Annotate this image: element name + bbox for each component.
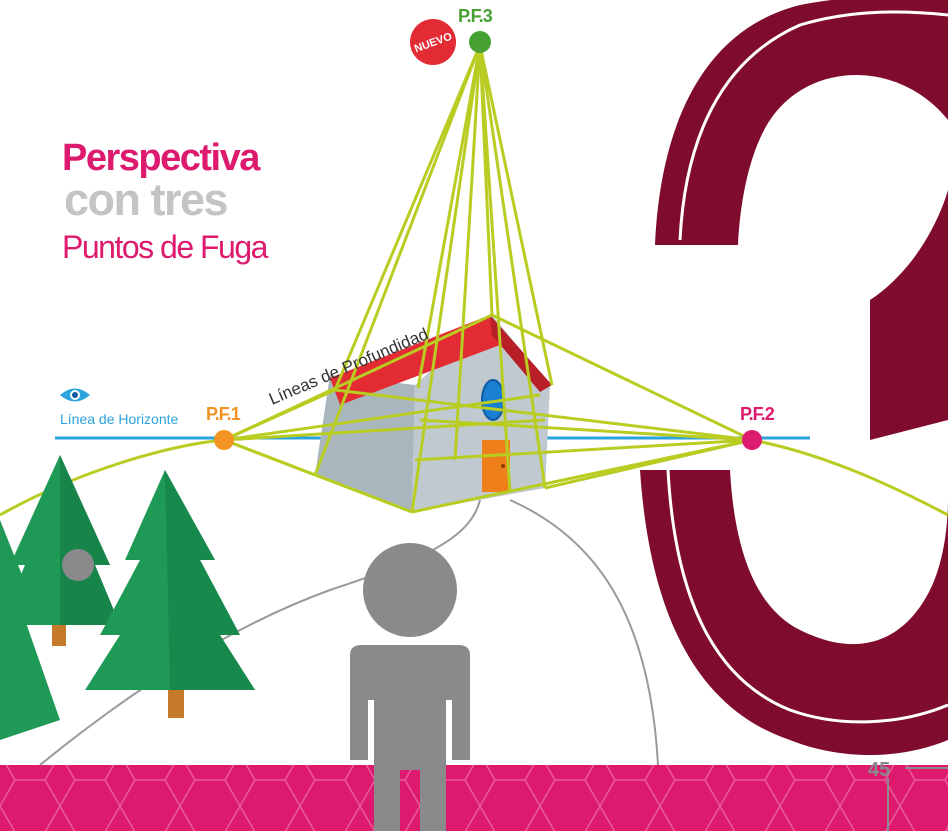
pf2-point	[742, 430, 762, 450]
eye-icon	[60, 388, 90, 402]
house	[315, 315, 552, 512]
title-line2: con tres	[64, 174, 228, 225]
tree-left-front	[0, 520, 60, 740]
page-number: 45	[868, 759, 890, 781]
path-lines	[39, 499, 659, 766]
pf1-point	[214, 430, 234, 450]
depth-lines	[223, 44, 753, 514]
door	[482, 440, 510, 492]
tree-hole	[62, 549, 94, 581]
page-number-block: 45	[868, 759, 948, 831]
pf3-point	[469, 31, 491, 53]
person-silhouette	[350, 543, 470, 831]
pf2-label: P.F.2	[740, 404, 775, 424]
pf1-label: P.F.1	[206, 404, 241, 424]
nuevo-badge: NUEVO	[410, 19, 456, 65]
title-line3: Puntos de Fuga	[62, 229, 269, 265]
big-number-three	[640, 0, 948, 755]
sweep-curves	[0, 438, 948, 517]
horizon-label: Línea de Horizonte	[60, 411, 179, 427]
tree-left-back	[0, 455, 120, 646]
ground-band	[0, 765, 948, 831]
pf3-label: P.F.3	[458, 6, 493, 26]
tree-center	[85, 470, 255, 718]
title-line1: Perspectiva	[62, 137, 261, 179]
